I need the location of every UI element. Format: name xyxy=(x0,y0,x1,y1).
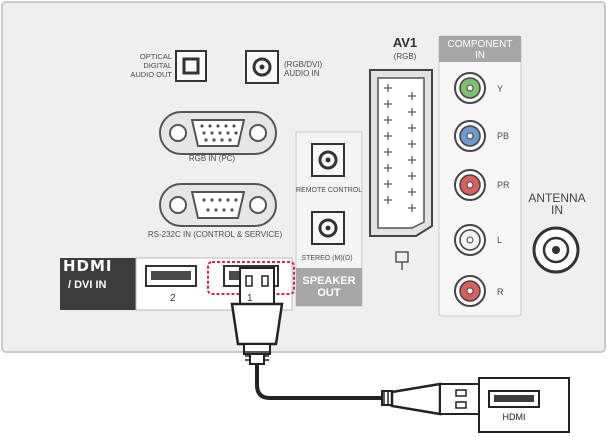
antenna-in-label: ANTENNA IN xyxy=(528,191,586,217)
component-in-label: IN xyxy=(475,50,485,61)
component-pr-label: PR xyxy=(497,180,510,190)
mini-jack-icon xyxy=(245,50,279,84)
hdmi-port-icon xyxy=(145,265,197,287)
stereo-label: STEREO (M)(Ω) xyxy=(301,255,353,262)
dvi-in-label: / DVI IN xyxy=(68,279,107,291)
speaker-out-header xyxy=(296,268,362,306)
hdmi-plug-icon xyxy=(230,267,284,365)
rca-jack-icon xyxy=(454,72,486,104)
rgb-in-label: RGB IN (PC) xyxy=(188,154,236,163)
av1-title: AV1 xyxy=(392,35,418,50)
speaker-out-label: SPEAKER OUT xyxy=(302,275,356,299)
hdmi-plug-icon xyxy=(381,382,481,416)
ground-symbol-icon xyxy=(395,251,409,270)
scart-port-icon xyxy=(369,69,433,237)
component-pb-label: PB xyxy=(497,131,510,141)
device-hdmi-label: HDMI xyxy=(502,412,526,422)
hdmi-logo: HDMI xyxy=(63,257,113,275)
optical-audio-out-label: OPTICAL DIGITAL AUDIO OUT xyxy=(130,52,172,79)
component-label: COMPONENT xyxy=(447,39,513,50)
remote-control-jack-icon xyxy=(311,143,345,177)
vga-port-icon xyxy=(159,111,277,155)
hdmi-port-2-label: 2 xyxy=(170,293,176,304)
serial-port-icon xyxy=(159,183,277,227)
av1-subtitle: (RGB) xyxy=(393,52,417,61)
rca-jack-icon xyxy=(454,275,486,307)
hdmi-cable xyxy=(255,364,382,400)
audio-l-label: L xyxy=(497,235,503,245)
rca-jack-icon xyxy=(454,120,486,152)
rca-jack-icon xyxy=(454,169,486,201)
rs232c-label: RS-232C IN (CONTROL & SERVICE) xyxy=(147,230,283,239)
coax-port-icon xyxy=(532,226,580,274)
hdmi-device-icon xyxy=(478,377,570,433)
remote-control-label: REMOTE CONTROL xyxy=(296,187,363,194)
hdmi-port-1-label: 1 xyxy=(247,293,253,304)
component-header xyxy=(439,36,521,62)
highlight-box xyxy=(207,261,295,295)
stereo-jack-icon xyxy=(311,211,345,245)
component-y-label: Y xyxy=(497,84,504,94)
rca-jack-icon xyxy=(454,224,486,256)
optical-port-icon xyxy=(175,50,207,82)
audio-r-label: R xyxy=(497,287,504,297)
hdmi-header xyxy=(60,258,136,310)
audio-in-label: (RGB/DVI) AUDIO IN xyxy=(284,60,323,78)
